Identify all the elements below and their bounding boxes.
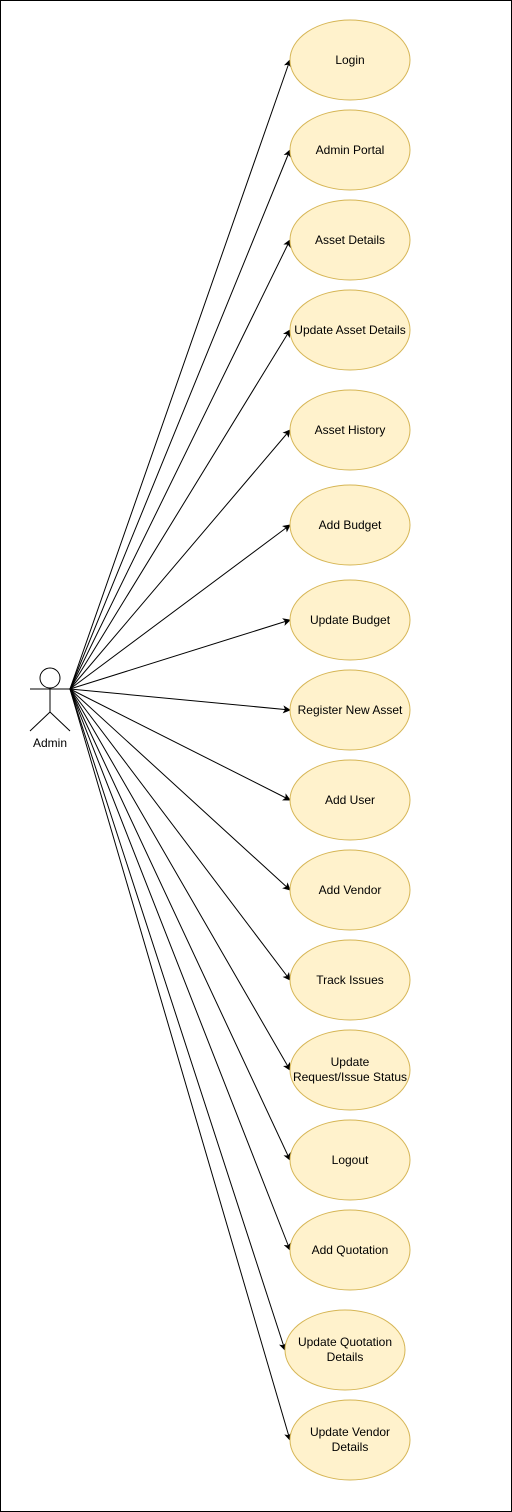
use-case-add-vendor[interactable] [289, 849, 411, 931]
use-case-add-quotation[interactable] [289, 1209, 411, 1291]
association-lines [69, 59, 292, 1441]
use-case-logout[interactable] [289, 1119, 411, 1201]
actor-head [39, 667, 61, 689]
use-case-admin-portal[interactable] [289, 109, 411, 191]
use-case-add-budget[interactable] [289, 484, 411, 566]
association-track-issues [69, 688, 291, 981]
use-case-login[interactable] [289, 19, 411, 101]
use-case-update-vendor-details[interactable] [289, 1399, 411, 1481]
association-asset-history [69, 429, 291, 690]
association-update-vendor-details [69, 688, 292, 1441]
use-case-track-issues[interactable] [289, 939, 411, 1021]
use-case-asset-history[interactable] [289, 389, 411, 471]
use-case-register-new-asset[interactable] [289, 669, 411, 751]
use-case-add-user[interactable] [289, 759, 411, 841]
actor-left-leg [29, 711, 51, 732]
actor-admin [29, 667, 71, 732]
association-add-vendor [69, 688, 291, 891]
use-case-update-request-issue-status[interactable] [289, 1029, 411, 1111]
association-update-asset-details [69, 329, 291, 690]
association-login [69, 59, 292, 690]
association-add-budget [69, 524, 291, 690]
association-update-budget [69, 618, 291, 690]
association-add-quotation [69, 688, 292, 1251]
association-update-request-issue-status [69, 688, 291, 1071]
association-register-new-asset [69, 688, 291, 714]
use-case-asset-details[interactable] [289, 199, 411, 281]
association-logout [69, 688, 291, 1161]
association-add-user [69, 688, 291, 801]
use-case-group [284, 19, 411, 1481]
use-case-update-quotation-details[interactable] [284, 1309, 406, 1391]
association-admin-portal [69, 149, 292, 690]
use-case-update-budget[interactable] [289, 579, 411, 661]
association-update-quotation-details [69, 688, 287, 1351]
use-case-update-asset-details[interactable] [289, 289, 411, 371]
actor-right-leg [49, 711, 71, 732]
association-asset-details [69, 239, 291, 690]
